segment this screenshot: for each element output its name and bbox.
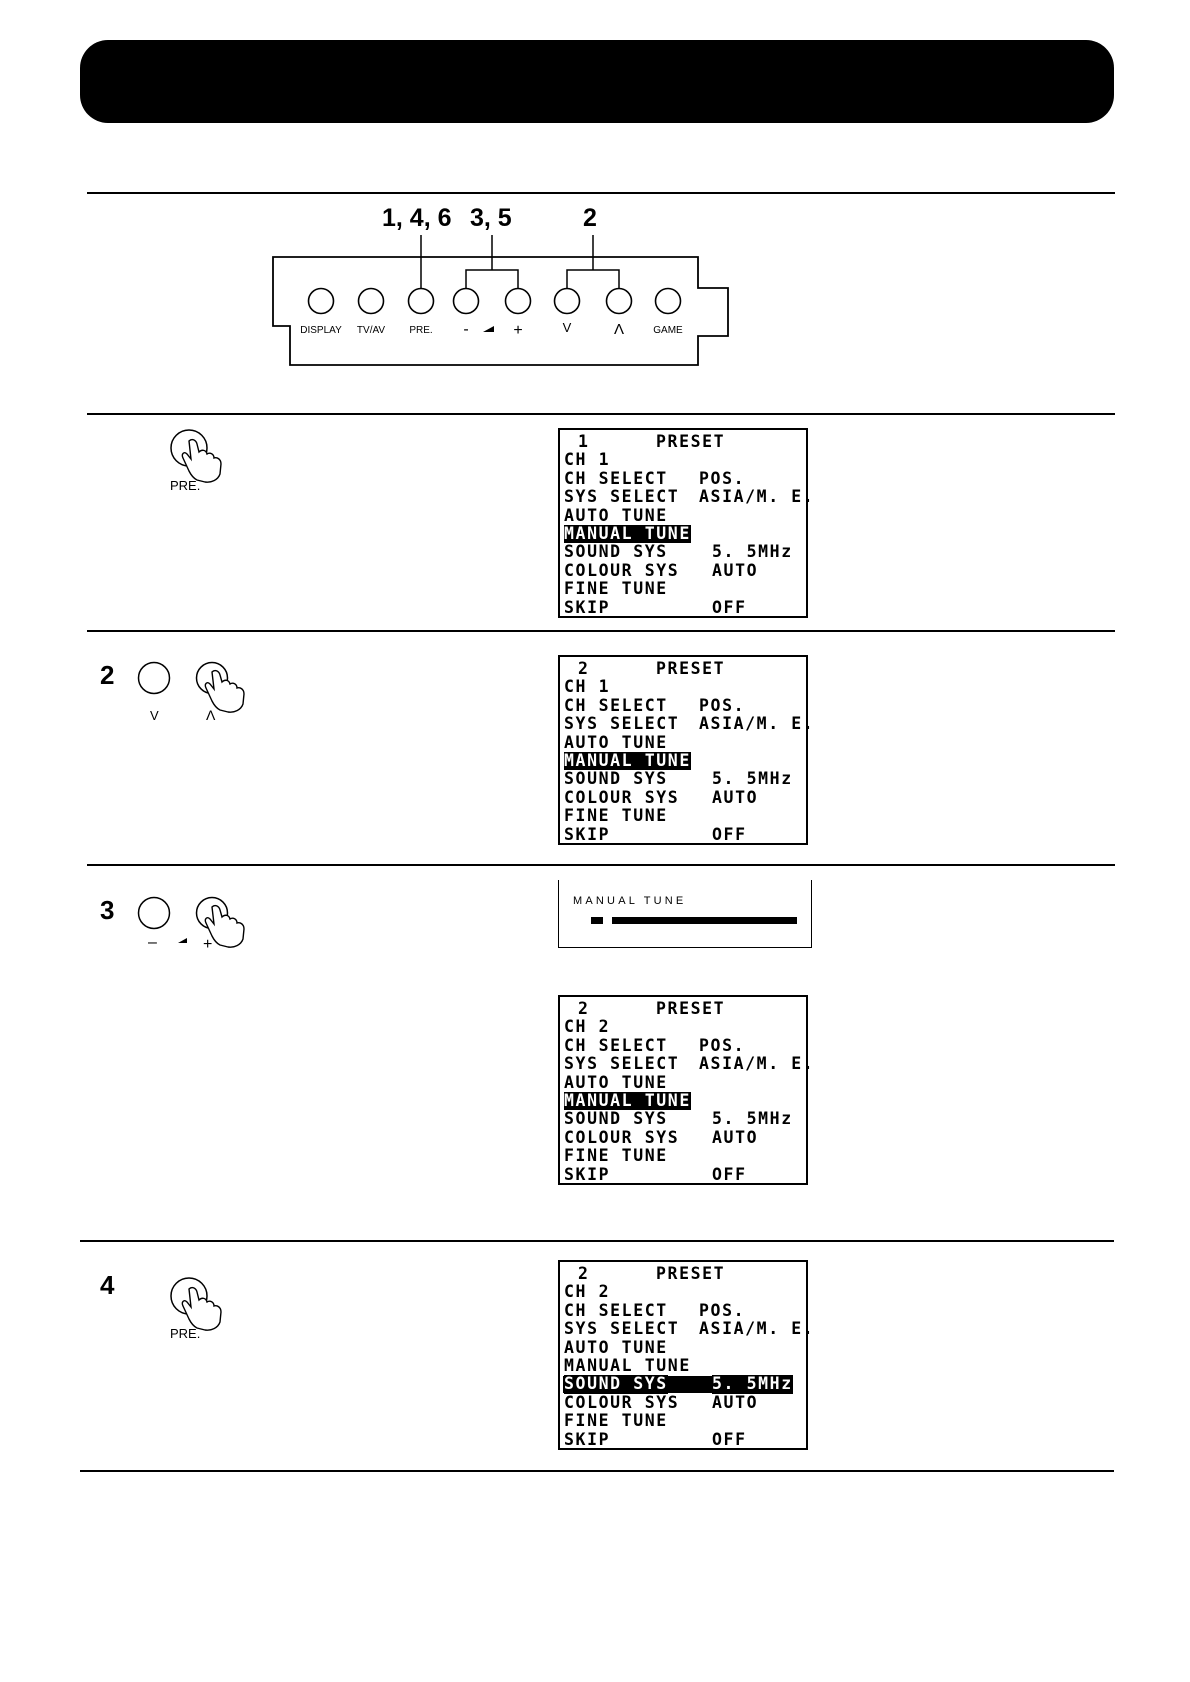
- channel-up-button[interactable]: [605, 287, 633, 315]
- tvav-button[interactable]: [357, 287, 385, 315]
- divider: [80, 1240, 1114, 1242]
- menu-row-ch: CH 1: [564, 450, 611, 470]
- pre-icon-label: PRE.: [170, 1326, 200, 1341]
- channel-buttons-press-icon: V Λ: [137, 661, 245, 723]
- volume-plus-label: +: [513, 322, 522, 339]
- menu-row-fine-tune: FINE TUNE: [564, 806, 668, 826]
- tune-bar-marker: [591, 917, 603, 924]
- volume-minus-label: -: [463, 321, 468, 338]
- divider: [87, 864, 1115, 866]
- step-number: 2: [100, 660, 115, 690]
- tune-bar-fill: [612, 917, 797, 924]
- menu-row-fine-tune: FINE TUNE: [564, 1411, 668, 1431]
- menu-row-manual-tune-selected: MANUAL TUNE: [564, 1090, 691, 1111]
- panel-outline: [272, 256, 729, 366]
- channel-up-label: Λ: [206, 707, 216, 723]
- menu-row-ch: CH 2: [564, 1017, 611, 1037]
- volume-up-button[interactable]: [504, 287, 532, 315]
- divider: [87, 630, 1115, 632]
- channel-down-button[interactable]: [553, 287, 581, 315]
- game-button[interactable]: [654, 287, 682, 315]
- menu-row-manual-tune-selected: MANUAL TUNE: [564, 523, 691, 544]
- pre-button-press-icon: PRE.: [170, 429, 222, 493]
- channel-up-label: Λ: [614, 321, 624, 338]
- menu-row-ch: CH 2: [564, 1282, 611, 1302]
- volume-buttons-press-icon: – +: [137, 896, 245, 953]
- volume-minus-label: –: [148, 934, 157, 951]
- channel-down-label: V: [150, 708, 159, 723]
- menu-row-auto-tune: AUTO TUNE: [564, 732, 668, 752]
- menu-row-ch: CH 1: [564, 677, 611, 697]
- manual-tune-bar-display: MANUAL TUNE: [558, 880, 812, 948]
- volume-plus-label: +: [203, 936, 212, 953]
- tvav-label: TV/AV: [357, 325, 385, 336]
- channel-down-label: V: [563, 320, 572, 335]
- pre-button[interactable]: [407, 287, 435, 315]
- menu-row-auto-tune: AUTO TUNE: [564, 505, 668, 525]
- divider: [87, 413, 1115, 415]
- step-number: 3: [100, 895, 115, 925]
- display-label: DISPLAY: [300, 325, 342, 336]
- pre-button-press-icon: PRE.: [170, 1277, 222, 1341]
- divider: [87, 192, 1115, 194]
- menu-row-auto-tune: AUTO TUNE: [564, 1337, 668, 1357]
- callout-3-5: 3, 5: [470, 204, 512, 232]
- pre-label: PRE.: [409, 325, 432, 336]
- divider: [80, 1470, 1114, 1472]
- menu-row-auto-tune: AUTO TUNE: [564, 1072, 668, 1092]
- menu-row-manual-tune: MANUAL TUNE: [564, 1355, 691, 1375]
- display-button[interactable]: [307, 287, 335, 315]
- step-number: 4: [100, 1270, 115, 1300]
- volume-wedge-icon: [483, 326, 494, 332]
- pre-icon-label: PRE.: [170, 478, 200, 493]
- volume-down-button[interactable]: [452, 287, 480, 315]
- title-bar: [80, 40, 1114, 123]
- game-label: GAME: [653, 325, 683, 336]
- callout-2: 2: [583, 204, 597, 232]
- menu-row-fine-tune: FINE TUNE: [564, 579, 668, 599]
- front-panel-diagram: 1, 4, 6 3, 5 2 DISPLAY TV/AV PRE. GAME -…: [272, 204, 729, 366]
- menu-row-manual-tune-selected: MANUAL TUNE: [564, 750, 691, 771]
- volume-wedge-icon: [178, 938, 187, 943]
- menu-row-fine-tune: FINE TUNE: [564, 1146, 668, 1166]
- callout-1-4-6: 1, 4, 6: [382, 204, 452, 232]
- tune-bar-label: MANUAL TUNE: [573, 895, 687, 907]
